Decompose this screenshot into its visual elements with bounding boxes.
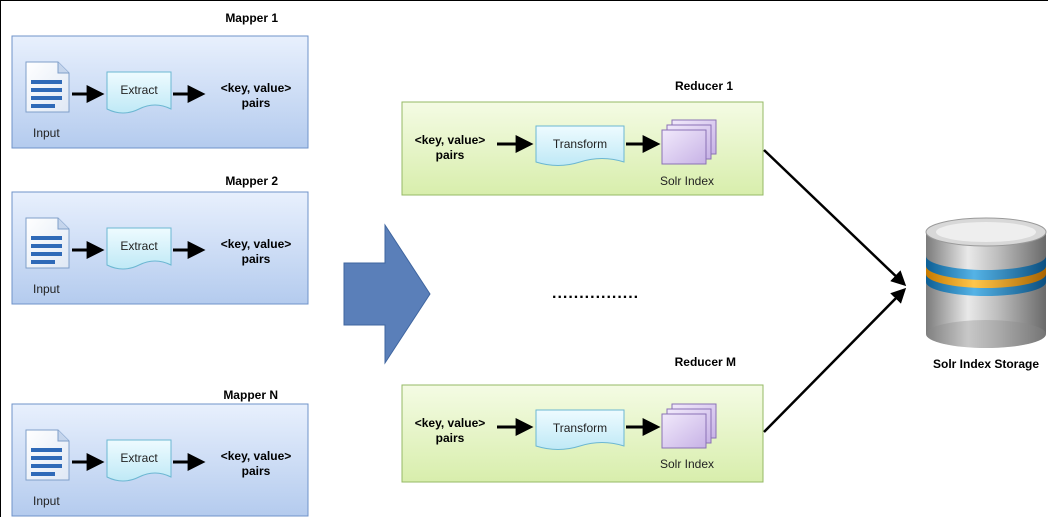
process-label: Extract <box>120 83 158 97</box>
input-label-line2: pairs <box>436 148 465 162</box>
mapper-title: Mapper 2 <box>225 174 278 188</box>
reducer-title: Reducer M <box>675 355 736 369</box>
extract-process <box>106 227 172 270</box>
storage-label: Solr Index Storage <box>933 357 1039 371</box>
input-label: Input <box>33 494 60 508</box>
big-arrow-icon <box>343 223 431 365</box>
output-label-line2: pairs <box>242 96 271 110</box>
database-icon <box>925 217 1047 348</box>
document-icon <box>25 217 70 269</box>
process-label: Transform <box>553 421 607 435</box>
reducer-m: Reducer M <key, value> pairs Transform S… <box>401 355 764 483</box>
process-label: Transform <box>553 137 607 151</box>
output-label: Solr Index <box>660 174 714 188</box>
reducer-1: Reducer 1 <key, value> pairs Transform S… <box>401 79 764 196</box>
extract-process <box>106 439 172 482</box>
to-storage-arrow <box>763 149 907 287</box>
process-label: Extract <box>120 451 158 465</box>
transform-process <box>535 409 625 450</box>
input-label-line1: <key, value> <box>415 133 486 147</box>
mapper-n: Mapper N Input Extract <key, value> pair… <box>11 388 309 517</box>
to-storage-arrow <box>763 287 907 433</box>
mapper-2: Mapper 2 Input Extract <key, value> pair… <box>11 174 309 305</box>
input-label: Input <box>33 282 60 296</box>
mapper-1: Mapper 1 Input Extract <key, value> pair… <box>11 11 309 149</box>
process-label: Extract <box>120 239 158 253</box>
reducer-title: Reducer 1 <box>675 79 733 93</box>
output-label-line1: <key, value> <box>221 81 292 95</box>
input-label-line2: pairs <box>436 431 465 445</box>
output-label-line2: pairs <box>242 464 271 478</box>
output-label-line2: pairs <box>242 252 271 266</box>
transform-process <box>535 125 625 166</box>
document-icon <box>25 61 70 113</box>
input-label: Input <box>33 126 60 140</box>
output-label-line1: <key, value> <box>221 237 292 251</box>
output-label-line1: <key, value> <box>221 449 292 463</box>
solr-index-icon <box>661 403 717 449</box>
mapper-title: Mapper N <box>223 388 278 402</box>
ellipsis: ................ <box>552 285 639 302</box>
extract-process <box>106 71 172 114</box>
document-icon <box>25 429 70 481</box>
output-label: Solr Index <box>660 457 714 471</box>
input-label-line1: <key, value> <box>415 416 486 430</box>
solr-index-icon <box>661 119 717 165</box>
mapper-title: Mapper 1 <box>225 11 278 25</box>
